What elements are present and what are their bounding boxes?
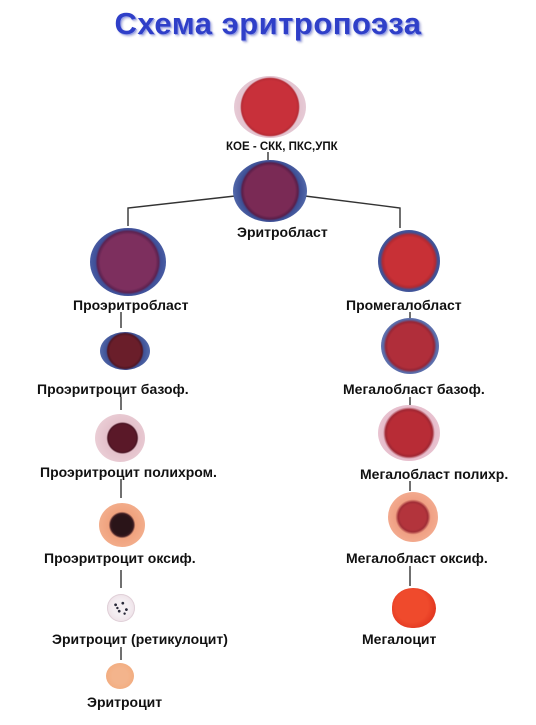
- proerythroblast-label: Проэритробласт: [73, 297, 189, 313]
- proerythrocyte-basophilic-label: Проэритроцит базоф.: [37, 381, 189, 397]
- megalocyte-cell: [392, 588, 436, 628]
- proerythrocyte-oxyphilic-cell: [99, 503, 145, 547]
- megaloblast-basophilic-cell: [381, 318, 439, 374]
- reticulocyte-label: Эритроцит (ретикулоцит): [52, 631, 228, 647]
- promegaloblast-cell: [378, 230, 440, 292]
- erythroblast-label: Эритробласт: [237, 224, 328, 240]
- megaloblast-polychromatic-cell: [378, 405, 440, 461]
- proerythrocyte-oxyphilic-label: Проэритроцит оксиф.: [44, 550, 196, 566]
- diagram-title: Схема эритропоэза: [114, 6, 422, 41]
- connector-left-branch: [127, 195, 236, 226]
- megalocyte-label: Мегалоцит: [362, 631, 437, 647]
- reticulocyte-granules: [112, 600, 130, 616]
- megaloblast-oxyphilic-label: Мегалобласт оксиф.: [346, 550, 488, 566]
- proerythrocyte-polychromatic-cell: [95, 414, 145, 462]
- connector-right-branch: [304, 195, 401, 228]
- megaloblast-polychromatic-label: Мегалобласт полихр.: [360, 466, 509, 482]
- proerythrocyte-basophilic-cell: [100, 332, 150, 370]
- promegaloblast-label: Промегалобласт: [346, 297, 462, 313]
- proerythroblast-cell: [90, 228, 166, 296]
- stem-cell-label: КОЕ - СКК, ПКС,УПК: [226, 141, 338, 153]
- megaloblast-basophilic-label: Мегалобласт базоф.: [343, 381, 485, 397]
- stem-cell: [234, 76, 306, 138]
- megaloblast-oxyphilic-cell: [388, 492, 438, 542]
- erythroblast-cell: [233, 160, 307, 222]
- erythrocyte-cell: [106, 663, 134, 689]
- proerythrocyte-polychromatic-label: Проэритроцит полихром.: [40, 464, 217, 480]
- erythrocyte-label: Эритроцит: [87, 694, 163, 710]
